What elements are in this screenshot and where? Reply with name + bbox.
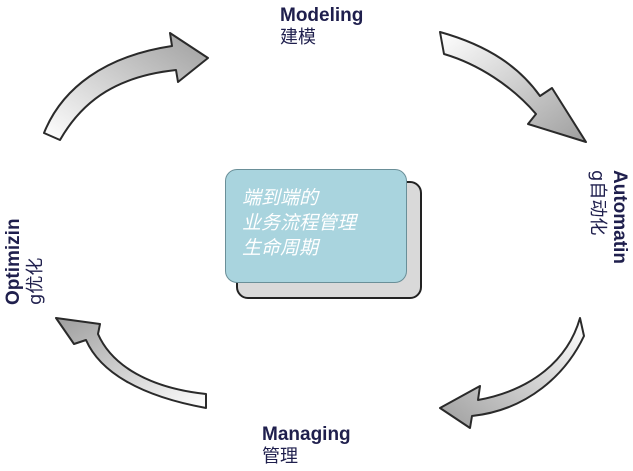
node-modeling: Modeling 建模: [280, 5, 363, 49]
center-line-3: 生命周期: [242, 237, 319, 259]
node-modeling-en: Modeling: [280, 5, 364, 26]
node-optimizing-en: Optimizin: [3, 218, 24, 305]
center-line-1: 端到端的: [242, 187, 319, 209]
node-automation-en: Automatin: [609, 170, 630, 264]
node-modeling-zh: 建模: [280, 27, 316, 48]
center-line-2: 业务流程管理: [242, 212, 357, 234]
arrow-managing-to-optimizing: [55, 317, 207, 409]
center-box: 端到端的 业务流程管理 生命周期: [225, 169, 407, 283]
node-automation-zh: g自动化: [587, 170, 608, 236]
node-managing: Managing 管理: [262, 424, 351, 468]
arrow-optimizing-to-modeling: [43, 32, 209, 141]
node-optimizing-zh: g优化: [25, 257, 46, 305]
node-optimizing: Optimizin g优化: [3, 185, 47, 305]
node-managing-zh: 管理: [262, 446, 298, 467]
node-automation: Automatin g自动化: [586, 170, 630, 290]
node-managing-en: Managing: [262, 424, 351, 445]
arrow-modeling-to-automation: [439, 31, 587, 143]
arrow-automation-to-managing: [439, 317, 585, 429]
